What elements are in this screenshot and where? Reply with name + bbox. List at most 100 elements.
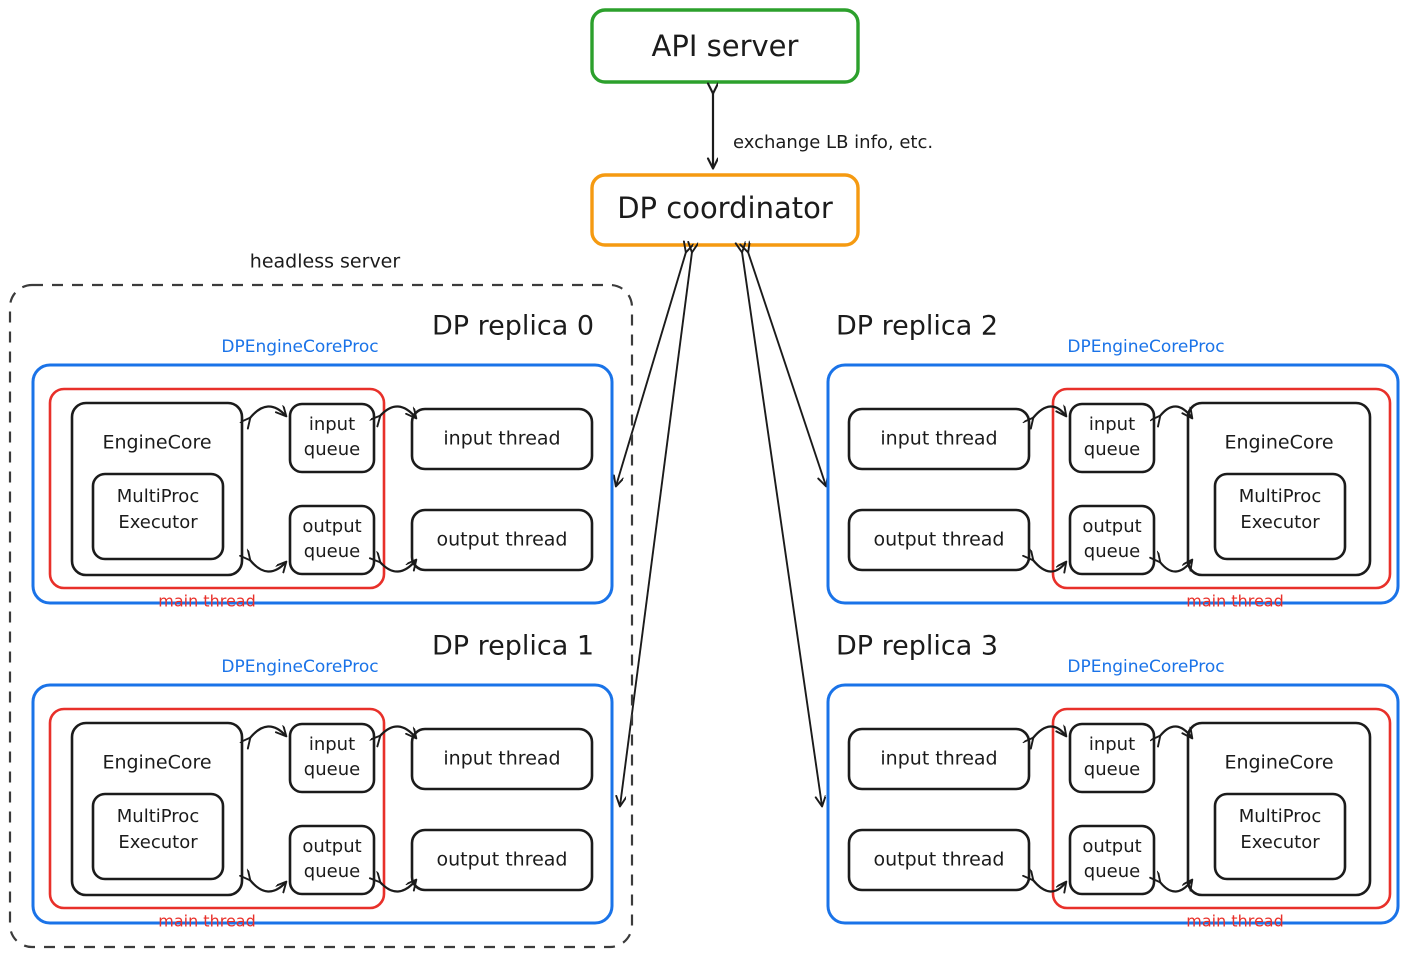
api-server-box bbox=[590, 8, 860, 84]
connector-replica-1 bbox=[620, 252, 692, 806]
replica-3-proc-label: DPEngineCoreProc bbox=[1067, 657, 1224, 677]
replica-3: DP replica 3 DPEngineCoreProc main threa… bbox=[826, 631, 1400, 931]
replica-1-input-thread-label: input thread bbox=[443, 748, 560, 770]
replica-1-output-queue-line1: output bbox=[302, 836, 361, 857]
replica-2-proc-label: DPEngineCoreProc bbox=[1067, 337, 1224, 357]
headless-server-region: headless server bbox=[8, 251, 634, 949]
replica-0-proc-box bbox=[31, 363, 614, 605]
replica-0-arc-outq-outthread bbox=[380, 560, 416, 573]
replica-2-arc-outthread-outq bbox=[1033, 560, 1066, 572]
dp-coordinator-box bbox=[590, 173, 860, 247]
replica-2-multiproc-line1: MultiProc bbox=[1239, 486, 1321, 507]
replica-0-output-queue-line1: output bbox=[302, 516, 361, 537]
replica-2-multiproc-line2: Executor bbox=[1240, 512, 1320, 533]
replica-2: DP replica 2 DPEngineCoreProc main threa… bbox=[826, 311, 1400, 611]
replica-3-engine-core-label: EngineCore bbox=[1224, 752, 1333, 774]
replica-2-main-thread-box bbox=[1051, 387, 1392, 590]
replica-3-main-thread-box bbox=[1051, 707, 1392, 910]
replica-1: DP replica 1 DPEngineCoreProc main threa… bbox=[31, 631, 614, 931]
replica-2-input-thread-box bbox=[847, 407, 1031, 471]
replica-2-output-queue-line2: queue bbox=[1084, 541, 1140, 562]
replica-3-arc-inthread-inq bbox=[1033, 726, 1066, 738]
replica-3-input-queue-line1: input bbox=[1089, 734, 1135, 755]
replica-0-output-thread-box bbox=[410, 508, 594, 572]
replica-1-output-thread-label: output thread bbox=[437, 849, 568, 871]
connector-replica-3 bbox=[742, 252, 822, 806]
replica-3-main-thread-label: main thread bbox=[1186, 912, 1284, 931]
replica-0-arc-inq-inthread bbox=[380, 405, 416, 418]
replica-1-arc-inq-inthread bbox=[380, 725, 416, 738]
replica-2-output-queue-line1: output bbox=[1082, 516, 1141, 537]
replica-0-title: DP replica 0 bbox=[432, 311, 594, 342]
api-server-label: API server bbox=[652, 29, 799, 63]
replica-0-main-thread-label: main thread bbox=[158, 592, 256, 611]
replica-1-arc-core-inq bbox=[250, 726, 286, 738]
replica-3-arc-inq-core bbox=[1160, 725, 1192, 738]
replica-2-input-thread-label: input thread bbox=[880, 428, 997, 450]
replica-3-output-queue-box bbox=[1068, 824, 1156, 896]
replica-0-input-queue-box bbox=[288, 402, 376, 474]
replica-2-output-queue-box bbox=[1068, 504, 1156, 576]
replica-1-main-thread-box bbox=[48, 707, 386, 910]
replica-3-input-queue-box bbox=[1068, 722, 1156, 794]
replica-2-arc-inthread-inq bbox=[1033, 406, 1066, 418]
replica-1-arc-core-outq bbox=[250, 880, 286, 892]
replica-0-proc-label: DPEngineCoreProc bbox=[221, 337, 378, 357]
replica-0-output-queue-box bbox=[288, 504, 376, 576]
replica-1-arc-outq-outthread bbox=[380, 880, 416, 893]
replica-1-input-thread-box bbox=[410, 727, 594, 791]
replica-0-output-thread-label: output thread bbox=[437, 529, 568, 551]
replica-2-input-queue-line2: queue bbox=[1084, 439, 1140, 460]
replica-1-output-queue-box bbox=[288, 824, 376, 896]
api-coordinator-connector: exchange LB info, etc. bbox=[713, 93, 933, 168]
api-server-node: API server bbox=[590, 8, 860, 84]
replica-3-title: DP replica 3 bbox=[836, 631, 998, 662]
dp-coordinator-node: DP coordinator bbox=[590, 173, 860, 247]
replica-0-multiproc-line1: MultiProc bbox=[117, 486, 199, 507]
headless-server-label: headless server bbox=[250, 251, 401, 273]
replica-3-output-queue-line1: output bbox=[1082, 836, 1141, 857]
connector-replica-0 bbox=[616, 252, 686, 486]
replica-2-output-thread-box bbox=[847, 508, 1031, 572]
replica-3-proc-box bbox=[826, 683, 1400, 925]
replica-0-engine-core-label: EngineCore bbox=[102, 432, 211, 454]
replica-1-multiproc-line2: Executor bbox=[118, 832, 198, 853]
replica-2-engine-core-label: EngineCore bbox=[1224, 432, 1333, 454]
replica-3-arc-outthread-outq bbox=[1033, 880, 1066, 892]
replica-0-multiproc-line2: Executor bbox=[118, 512, 198, 533]
replica-2-arc-inq-core bbox=[1160, 405, 1192, 418]
replica-0-input-thread-box bbox=[410, 407, 594, 471]
replica-0-arc-core-inq bbox=[250, 406, 286, 418]
replica-3-multiproc-executor-box bbox=[1213, 792, 1347, 881]
replica-0-input-queue-line1: input bbox=[309, 414, 355, 435]
exchange-info-label: exchange LB info, etc. bbox=[733, 132, 933, 153]
replica-3-output-queue-line2: queue bbox=[1084, 861, 1140, 882]
replica-1-input-queue-line2: queue bbox=[304, 759, 360, 780]
replica-3-input-thread-box bbox=[847, 727, 1031, 791]
replica-3-multiproc-line1: MultiProc bbox=[1239, 806, 1321, 827]
coordinator-replica-connectors bbox=[616, 252, 826, 806]
replica-1-output-queue-line2: queue bbox=[304, 861, 360, 882]
replica-0-input-thread-label: input thread bbox=[443, 428, 560, 450]
replica-2-multiproc-executor-box bbox=[1213, 472, 1347, 561]
replica-2-output-thread-label: output thread bbox=[874, 529, 1005, 551]
replica-1-proc-label: DPEngineCoreProc bbox=[221, 657, 378, 677]
replica-3-input-queue-line2: queue bbox=[1084, 759, 1140, 780]
replica-3-multiproc-line2: Executor bbox=[1240, 832, 1320, 853]
replica-2-arc-outq-core bbox=[1160, 560, 1192, 573]
replica-2-input-queue-line1: input bbox=[1089, 414, 1135, 435]
replica-3-output-thread-box bbox=[847, 828, 1031, 892]
replica-2-input-queue-box bbox=[1068, 402, 1156, 474]
replica-1-multiproc-executor-box bbox=[91, 792, 225, 881]
replica-1-multiproc-line1: MultiProc bbox=[117, 806, 199, 827]
replica-0-multiproc-executor-box bbox=[91, 472, 225, 561]
replica-0-arc-core-outq bbox=[250, 560, 286, 572]
replica-3-input-thread-label: input thread bbox=[880, 748, 997, 770]
replica-1-main-thread-label: main thread bbox=[158, 912, 256, 931]
replica-1-engine-core-label: EngineCore bbox=[102, 752, 211, 774]
replica-0: DP replica 0 DPEngineCoreProc main threa… bbox=[31, 311, 614, 611]
replica-0-input-queue-line2: queue bbox=[304, 439, 360, 460]
dp-coordinator-label: DP coordinator bbox=[617, 191, 833, 225]
replica-1-input-queue-line1: input bbox=[309, 734, 355, 755]
